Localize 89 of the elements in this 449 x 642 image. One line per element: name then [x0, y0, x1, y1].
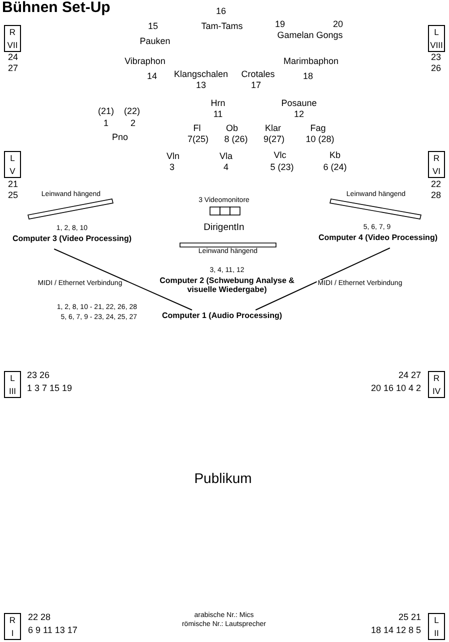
speaker-box: [4, 371, 21, 398]
mic-numbers: 20 16 10 4 2: [370, 383, 421, 394]
speaker-side: L: [434, 616, 439, 624]
speaker-number: I: [11, 628, 14, 637]
stage-label: (21): [98, 106, 114, 116]
speaker-side: R: [9, 28, 16, 36]
speaker-box: [428, 613, 445, 640]
stage-label: 5 (23): [270, 162, 294, 172]
mic-numbers: 1 3 7 15 19: [27, 383, 72, 394]
stage-label: 4: [224, 162, 228, 172]
stage-label: Posaune: [281, 98, 317, 108]
stage-label: 10 (28): [306, 134, 334, 144]
mic-numbers: 25 21: [398, 612, 421, 622]
stage-label: Fag: [310, 123, 326, 134]
stage-label: Gamelan Gongs: [277, 30, 343, 40]
stage-label: Kb: [330, 150, 340, 160]
stage-label: DirigentIn: [204, 223, 244, 234]
stage-label: 8 (26): [224, 134, 248, 144]
computer-label: Computer 1 (Audio Processing): [162, 311, 282, 320]
stage-label: 19: [275, 19, 285, 30]
mic-numbers: 24 27: [398, 370, 421, 380]
speaker-side: R: [433, 154, 440, 162]
stage-label: Crotales: [241, 69, 275, 80]
speaker-side: L: [10, 154, 15, 162]
mic-numbers: 24: [8, 52, 18, 62]
stage-label: 6 (24): [323, 162, 347, 172]
speaker-box: [4, 151, 21, 178]
connection-line: [255, 248, 390, 310]
stage-label: Vlc: [274, 150, 286, 160]
stage-label: Vln: [166, 151, 180, 162]
connection-line: [54, 248, 192, 310]
computer-label: Computer 4 (Video Processing): [318, 233, 438, 242]
stage-label: 17: [251, 80, 261, 90]
speaker-box: [4, 25, 21, 52]
mic-numbers: 26: [431, 63, 441, 74]
speaker-number: V: [10, 166, 16, 175]
stage-label: Fl: [193, 123, 201, 134]
stage-label: Publikum: [194, 470, 252, 486]
mic-numbers: 18 14 12 8 5: [370, 625, 421, 636]
mic-numbers: 28: [431, 190, 441, 200]
mic-numbers: 23 26: [27, 370, 50, 380]
mic-numbers: 27: [8, 63, 18, 74]
stage-label: Hrn: [210, 98, 226, 108]
speaker-number: VIII: [430, 40, 443, 49]
computer-label: Computer 3 (Video Processing): [12, 234, 132, 243]
stage-label: 13: [196, 80, 206, 90]
stage-label: Pauken: [140, 36, 170, 46]
stage-label: 2: [130, 118, 136, 128]
title: Bühnen Set-Up: [2, 0, 110, 16]
stage-label: Ob: [226, 123, 238, 134]
stage-label: 15: [148, 21, 158, 32]
stage-label: 16: [216, 6, 226, 16]
stage-label: 1: [104, 118, 108, 128]
stage-label: Pno: [112, 132, 128, 142]
speaker-number: II: [434, 628, 439, 637]
speaker-number: III: [8, 386, 16, 395]
stage-label: 9(27): [264, 134, 284, 144]
mic-numbers: 22: [431, 179, 441, 190]
mic-numbers: 21: [8, 179, 18, 190]
stage-label: 11: [213, 109, 223, 120]
stage-label: 14: [147, 71, 157, 82]
mic-numbers: 25: [8, 190, 18, 200]
stage-label: 20: [333, 19, 343, 30]
stage-label: Klangschalen: [174, 69, 228, 80]
speaker-number: VII: [7, 40, 18, 49]
stage-label: (22): [124, 106, 140, 116]
mic-numbers: 23: [431, 52, 441, 62]
stage-label: Klar: [265, 123, 281, 134]
stage-label: Computer 2 (Schwebung Analyse & visuelle Wiedergabe): [158, 276, 296, 294]
speaker-side: L: [10, 374, 15, 382]
speaker-number: IV: [432, 386, 441, 395]
stage-label: 18: [303, 71, 313, 82]
stage-label: Marimbaphon: [283, 56, 339, 66]
stage-label: Vla: [220, 151, 232, 162]
speaker-box: [4, 613, 21, 640]
speaker-box: [428, 25, 445, 52]
stage-label: 12: [294, 109, 304, 120]
mic-numbers: 6 9 11 13 17: [28, 625, 78, 636]
stage-label: Vibraphon: [124, 56, 166, 66]
stage-label: 3: [170, 162, 174, 172]
stage-label: Tam-Tams: [201, 21, 243, 32]
speaker-box: [428, 151, 445, 178]
speaker-box: [428, 371, 445, 398]
speaker-side: R: [9, 616, 16, 624]
speaker-side: R: [433, 374, 440, 382]
speaker-side: L: [434, 28, 439, 36]
speaker-number: VI: [432, 166, 441, 175]
mic-numbers: 22 28: [28, 612, 51, 622]
stage-label: 7(25): [188, 134, 208, 144]
